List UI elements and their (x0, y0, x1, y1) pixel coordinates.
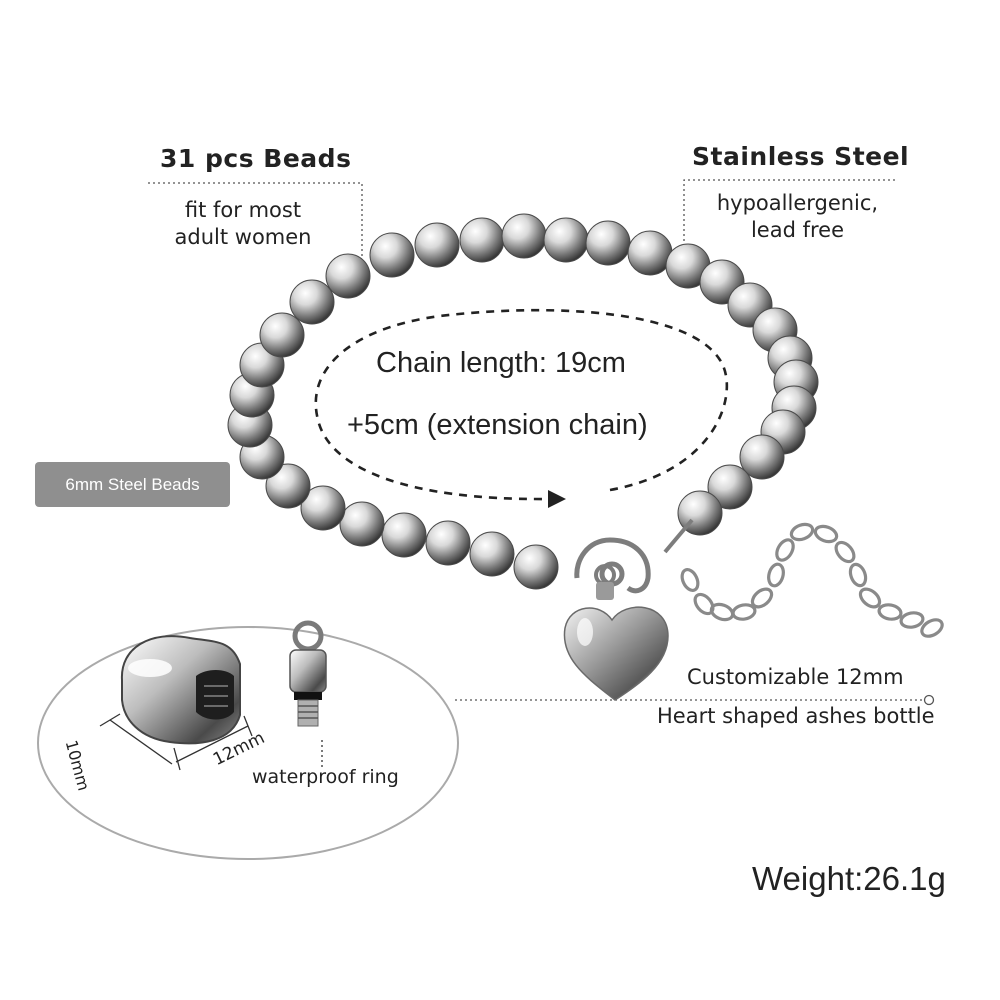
extension-chain-icon (680, 522, 944, 638)
steel-bead-icon (707, 464, 753, 510)
steel-bead-icon (459, 217, 505, 263)
dimension-lines (99, 713, 253, 771)
heart-pendant-icon (563, 564, 669, 701)
steel-bead-icon (425, 520, 471, 566)
chain-length-label: Chain length: 19cm (376, 347, 626, 379)
beads-badge: 6mm Steel Beads (35, 462, 230, 507)
steel-bead-icon (543, 217, 589, 263)
leader-dot (923, 694, 935, 706)
screw-cap-icon (289, 620, 327, 727)
customizable-label: Customizable 12mm (687, 665, 904, 689)
steel-bead-icon (381, 512, 427, 558)
extension-chain-label: +5cm (extension chain) (347, 409, 648, 441)
weight-label: Weight:26.1g (752, 860, 946, 897)
steel-bead-icon (265, 463, 311, 509)
lobster-clasp-icon (574, 518, 694, 594)
steel-bead-icon (585, 220, 631, 266)
steel-bead-icon (739, 434, 785, 480)
bead-strand (227, 213, 819, 590)
steel-subtitle: hypoallergenic, lead free (716, 191, 879, 242)
steel-bead-icon (325, 253, 371, 299)
steel-bead-icon (513, 544, 559, 590)
chain-length-loop (314, 308, 729, 501)
steel-bead-icon (627, 230, 673, 276)
beads-title: 31 pcs Beads (160, 144, 352, 173)
heart-bottle-label: Heart shaped ashes bottle (657, 704, 935, 728)
steel-bead-icon (300, 485, 346, 531)
steel-bead-icon (339, 501, 385, 547)
steel-bead-icon (259, 312, 305, 358)
beads-subtitle: fit for most adult women (174, 198, 312, 249)
steel-bead-icon (289, 279, 335, 325)
steel-bead-icon (501, 213, 547, 259)
waterproof-label: waterproof ring (252, 766, 399, 788)
heart-urn-closeup-icon (120, 635, 241, 745)
steel-bead-icon (469, 531, 515, 577)
steel-title: Stainless Steel (692, 142, 910, 171)
arrow-icon (548, 490, 566, 508)
steel-bead-icon (369, 232, 415, 278)
steel-bead-icon (414, 222, 460, 268)
leader-lines (148, 179, 928, 701)
